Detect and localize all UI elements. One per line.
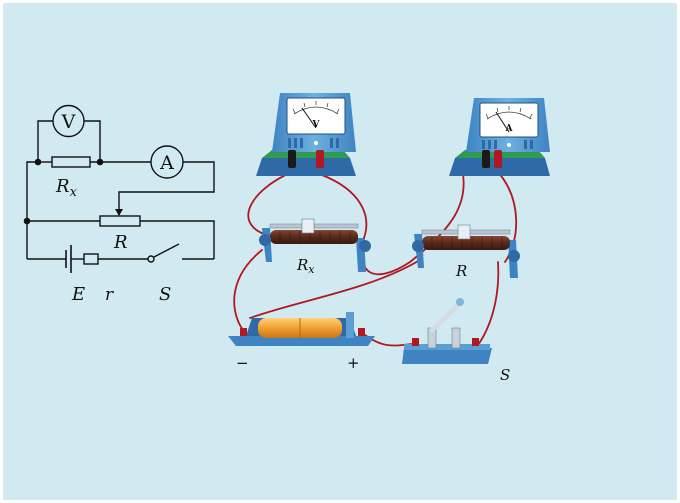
battery-apparatus: − + [228, 312, 375, 372]
wire-voltmeter-to-rx-left [247, 171, 293, 237]
emf-label: E [71, 284, 85, 305]
switch-pivot [147, 255, 155, 263]
rheostat-symbol [99, 215, 141, 227]
battery-positive-terminal [358, 328, 365, 336]
battery-base [228, 336, 375, 346]
battery-plus-sign: + [347, 354, 360, 372]
wire-rx-to-ammeter [360, 167, 465, 276]
circuit-schematic [23, 104, 215, 273]
rheostat-label: R [113, 232, 128, 253]
switch-blade [153, 243, 180, 258]
ammeter-negative-terminal [482, 150, 490, 168]
internal-resistance-label: r [105, 285, 114, 305]
schematic-voltmeter-branch [37, 104, 101, 162]
ammeter-dial [479, 102, 539, 138]
rheostat-apparatus-label: R [455, 262, 467, 280]
schematic-rheostat-row [27, 209, 215, 259]
switch-handle [456, 298, 464, 306]
voltmeter-letter: V [61, 111, 76, 133]
ammeter-apparatus: A [449, 98, 550, 176]
switch-apparatus-label: S [500, 366, 510, 384]
switch-label: S [159, 284, 171, 305]
rx-apparatus-label: Rx [296, 256, 315, 276]
schematic-battery-row [27, 243, 214, 273]
rheostat-coil [422, 236, 510, 250]
rx-label: Rx [55, 176, 78, 200]
internal-resistance-symbol [83, 253, 99, 265]
wire-rx-to-battery-neg [233, 249, 263, 331]
voltmeter-dial [286, 97, 346, 135]
rx-resistor-symbol [51, 156, 91, 168]
switch-base [402, 348, 492, 364]
wire-voltmeter-to-rx-right [321, 174, 368, 239]
background-panel [3, 3, 677, 500]
rheostat-apparatus: R [412, 224, 520, 280]
voltmeter-base [256, 158, 356, 176]
rheostat-slider [457, 224, 471, 240]
junction-dot [96, 158, 104, 166]
wire-battery-to-rheostat [249, 259, 421, 319]
switch-lever [429, 302, 461, 333]
slider-arrow-icon [115, 209, 123, 216]
voltmeter-symbol [52, 104, 85, 138]
battery-minus-sign: − [236, 354, 249, 372]
ammeter-face-letter: A [505, 124, 514, 134]
voltmeter-face-letter: V [312, 120, 321, 130]
ammeter-letter: A [159, 152, 174, 174]
rx-coil [270, 230, 358, 244]
voltmeter-apparatus: V [256, 93, 356, 176]
battery-negative-terminal [240, 328, 247, 336]
switch-apparatus: S [402, 298, 510, 384]
rx-resistor-apparatus: Rx [259, 218, 371, 276]
voltmeter-negative-terminal [288, 150, 296, 168]
wire-rheostat-to-switch [477, 261, 500, 346]
ammeter-positive-terminal [494, 150, 502, 168]
rx-slider [301, 218, 315, 234]
voltmeter-positive-terminal [316, 150, 324, 168]
